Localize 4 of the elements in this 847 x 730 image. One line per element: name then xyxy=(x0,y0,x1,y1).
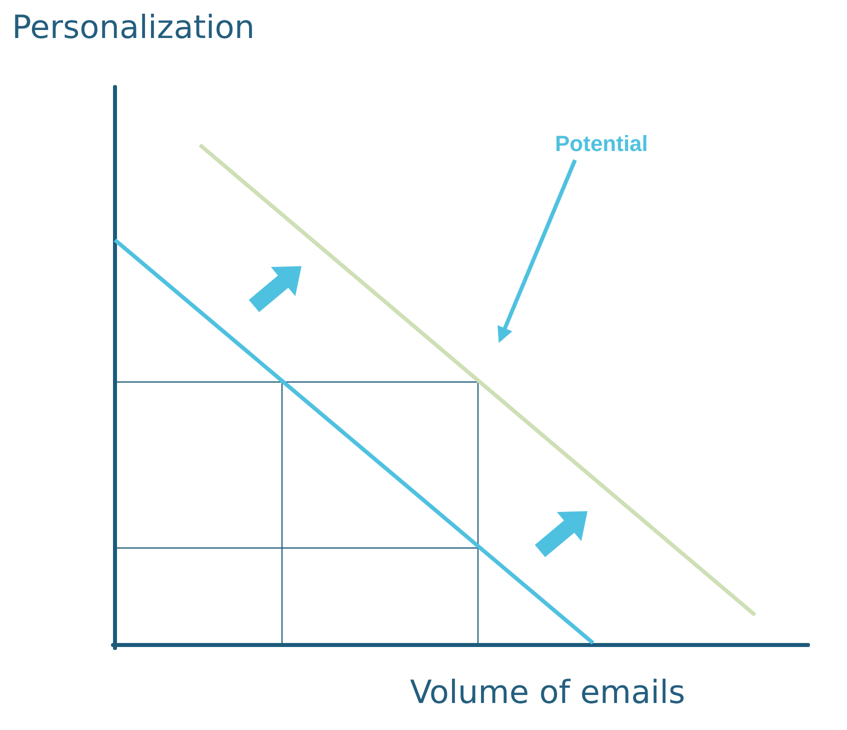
pointer-arrow xyxy=(498,159,577,343)
callout-text: Potential xyxy=(555,131,648,157)
axis-label: Personalization xyxy=(12,8,255,46)
axis-label: Volume of emails xyxy=(410,673,686,711)
